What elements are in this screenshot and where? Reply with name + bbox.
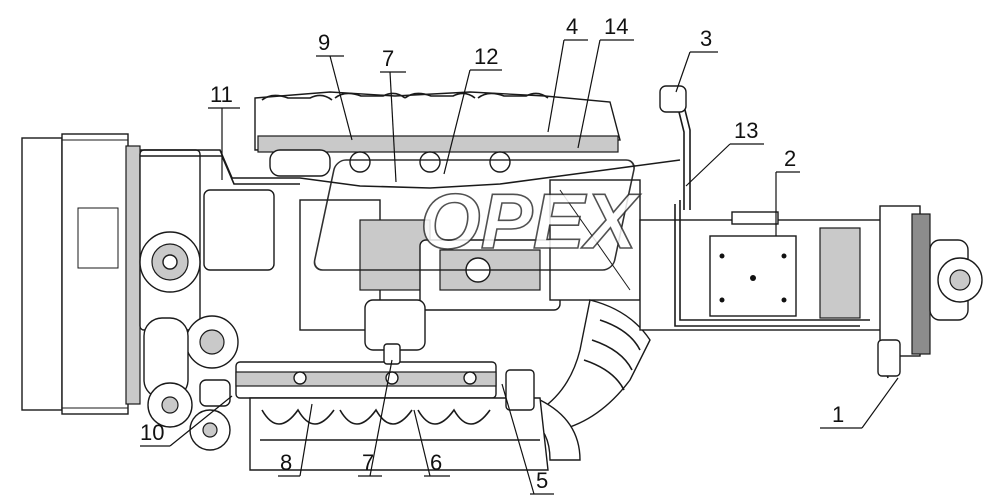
leader-lines bbox=[140, 39, 899, 495]
callout-14: 14 bbox=[604, 14, 628, 39]
lower-cylinder-bank bbox=[235, 343, 549, 471]
gearbox bbox=[639, 200, 983, 379]
callout-5: 5 bbox=[536, 468, 548, 493]
watermark-text: OPEX bbox=[420, 177, 641, 265]
callout-2: 2 bbox=[784, 146, 796, 171]
upper-cylinder-bank bbox=[254, 91, 621, 173]
filter-cans bbox=[147, 379, 231, 451]
callout-13: 13 bbox=[734, 118, 758, 143]
callout-4: 4 bbox=[566, 14, 578, 39]
callout-8: 8 bbox=[280, 450, 292, 475]
front-pulleys bbox=[139, 149, 239, 399]
callout-10: 10 bbox=[140, 420, 164, 445]
vent-pipe bbox=[659, 85, 691, 210]
turbo-manifold bbox=[529, 299, 651, 461]
callout-7-top: 7 bbox=[382, 46, 394, 71]
callout-1: 1 bbox=[832, 402, 844, 427]
callout-9: 9 bbox=[318, 30, 330, 55]
watermark-logo: OPEX bbox=[313, 159, 642, 271]
engine-block bbox=[203, 179, 641, 351]
callout-7-bottom: 7 bbox=[362, 450, 374, 475]
callouts: 1 2 3 4 5 6 7 7 8 9 10 11 12 13 14 bbox=[140, 14, 844, 493]
callout-11: 11 bbox=[210, 82, 233, 107]
fuel-line-upper bbox=[140, 149, 681, 189]
callout-3: 3 bbox=[700, 26, 712, 51]
callout-6: 6 bbox=[430, 450, 442, 475]
fan-housing bbox=[21, 133, 141, 415]
callout-12: 12 bbox=[474, 44, 498, 69]
